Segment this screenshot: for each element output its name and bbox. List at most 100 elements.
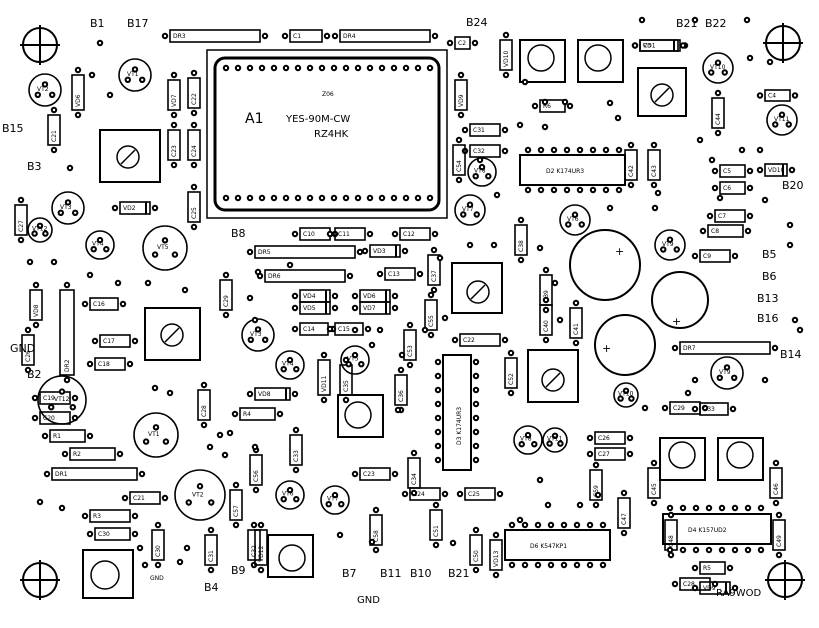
label-b4: B4 <box>204 581 219 594</box>
electrolytic-c3: + <box>594 314 656 376</box>
trimmer-r1 <box>519 39 566 83</box>
capacitor-v-14 <box>407 457 421 489</box>
capacitor-v-26-label: C46 <box>773 483 780 495</box>
capacitor-v-4 <box>187 129 201 161</box>
label-b22: B22 <box>705 17 727 30</box>
capacitor-h-21 <box>129 491 161 505</box>
transistor-23-label: VT11 <box>547 436 563 443</box>
diode-3 <box>369 244 401 258</box>
diode-v-3 <box>29 289 43 321</box>
capacitor-h-14-label: C14 <box>303 326 315 333</box>
capacitor-v-35 <box>424 299 438 331</box>
capacitor-v-22 <box>624 149 638 181</box>
capacitor-h-2 <box>454 36 471 50</box>
capacitor-v-11 <box>204 534 218 566</box>
capacitor-h-22 <box>459 333 501 347</box>
ic-d2: D2 K174UR3 <box>519 154 626 186</box>
transistor-22 <box>613 382 639 408</box>
capacitor-v-25 <box>647 467 661 499</box>
transistor-18 <box>275 480 305 510</box>
trimmer-r5 <box>717 437 764 481</box>
label-b1: B1 <box>90 17 105 30</box>
capacitor-v-32 <box>504 357 518 389</box>
capacitor-h-8-label: C8 <box>711 228 719 235</box>
diode-v-8-label: VD13 <box>493 550 500 567</box>
capacitor-v-19-label: C39 <box>543 290 550 302</box>
module-top-label: Z06 <box>322 91 334 98</box>
capacitor-v-11-label: C31 <box>208 550 215 562</box>
label-b21-bottom: B21 <box>448 567 470 580</box>
diode-9-label: VD9 <box>703 585 716 592</box>
capacitor-v-9-label: C29 <box>223 295 230 307</box>
resistor-4 <box>239 407 276 421</box>
capacitor-v-16-label: C36 <box>398 390 405 402</box>
mounting-hole-top-left <box>20 25 60 65</box>
electrolytic-c1: + <box>569 229 641 301</box>
capacitor-v-14-label: C34 <box>411 473 418 485</box>
capacitor-v-2-label: C22 <box>191 93 198 105</box>
inductor-l05 <box>527 349 579 403</box>
capacitor-v-21 <box>569 307 583 339</box>
capacitor-h-16 <box>89 297 119 311</box>
capacitor-h-4 <box>764 89 791 102</box>
transistor-4 <box>85 230 115 260</box>
capacitor-h-13 <box>384 267 416 281</box>
transistor-17 <box>340 345 370 375</box>
transistor-17-label: VT5 <box>347 356 359 363</box>
diode-5-label: VD5 <box>303 305 316 312</box>
choke-dr2 <box>59 289 75 376</box>
transistor-18-label: VT6 <box>282 491 294 498</box>
diode-6-label: VD6 <box>363 293 376 300</box>
diode-v-8 <box>489 539 503 571</box>
capacitor-v-33-label: C53 <box>407 345 414 357</box>
capacitor-v-2 <box>187 77 201 109</box>
transistor-21 <box>710 356 744 390</box>
label-b9: B9 <box>231 564 246 577</box>
diode-8-label: VD8 <box>258 391 271 398</box>
resistor-6-label: R6 <box>543 103 551 110</box>
electrolytic-c2: + <box>651 271 709 329</box>
capacitor-v-30-label: C50 <box>473 550 480 562</box>
transistor-12-label: VT12 <box>54 396 70 403</box>
diode-4-label: VD4 <box>303 293 316 300</box>
resistor-1-label: R1 <box>53 433 61 440</box>
diode-v-2-label: VD7 <box>171 94 178 107</box>
diode-3-label: VD3 <box>373 248 386 255</box>
diode-v-7 <box>254 529 268 566</box>
trimmer-r2 <box>577 39 624 83</box>
capacitor-v-26 <box>769 467 783 499</box>
capacitor-v-38-label: C58 <box>373 530 380 542</box>
capacitor-v-17 <box>427 254 441 286</box>
diode-10 <box>764 163 788 177</box>
capacitor-h-1 <box>289 29 323 43</box>
transistor-1 <box>118 58 152 92</box>
transistor-24-label: VT12 <box>32 226 48 233</box>
capacitor-h-23 <box>359 467 391 481</box>
capacitor-h-33-label: C33 <box>703 406 715 413</box>
capacitor-v-5-label: C25 <box>191 207 198 219</box>
label-b24: B24 <box>466 16 488 29</box>
capacitor-v-31 <box>429 509 443 541</box>
inductor-l04 <box>144 307 201 361</box>
capacitor-v-22-label: C42 <box>628 165 635 177</box>
diode-1 <box>639 39 679 52</box>
capacitor-v-39 <box>589 469 603 501</box>
capacitor-v-6 <box>21 334 35 366</box>
capacitor-v-6-label: C26 <box>25 350 32 362</box>
choke-dr5 <box>254 245 356 259</box>
label-b3: B3 <box>27 160 42 173</box>
capacitor-h-10-label: C10 <box>303 231 315 238</box>
capacitor-h-7-label: C7 <box>718 213 726 220</box>
capacitor-v-36-label: C56 <box>253 470 260 482</box>
transistor-14 <box>174 469 226 521</box>
diode-v-1-label: VD6 <box>75 94 82 107</box>
capacitor-v-33 <box>403 329 417 361</box>
capacitor-h-25-label: C25 <box>468 491 480 498</box>
diode-v-1 <box>71 74 85 111</box>
label-b8: B8 <box>231 227 246 240</box>
choke-dr5-label: DR5 <box>258 249 271 256</box>
transistor-10 <box>702 52 734 84</box>
capacitor-h-32 <box>469 144 501 158</box>
transistor-8-label: VT8 <box>474 168 486 175</box>
transistor-14-label: VT2 <box>192 491 204 498</box>
